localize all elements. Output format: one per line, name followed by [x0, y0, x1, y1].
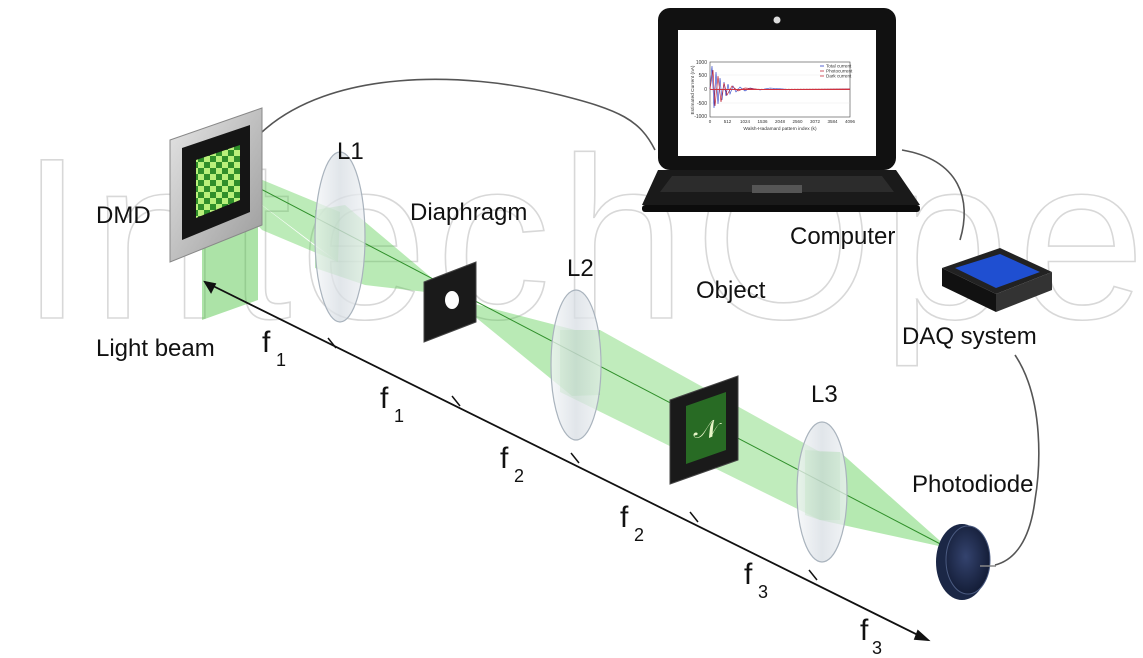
legend-entry: Photocurrent	[826, 69, 853, 74]
ytick: -1000	[694, 114, 707, 120]
daq-display	[955, 254, 1040, 288]
xtick: 1024	[740, 119, 751, 124]
xtick: 3072	[810, 119, 821, 124]
laptop: 1000 500 0 -500 -1000 0 512 1024 1536 20…	[642, 8, 920, 212]
focal-label-sub: 1	[276, 350, 286, 370]
xtick: 3584	[827, 119, 838, 124]
object-glyph: 𝒩	[694, 415, 723, 445]
keyboard	[660, 176, 894, 192]
computer-daq-cable	[901, 149, 965, 241]
legend-entry: Total current	[826, 64, 852, 69]
diaphragm	[423, 261, 477, 343]
touchpad	[752, 185, 802, 193]
component-labels: DMD L1 Diaphragm L2 Object L3 Computer D…	[96, 138, 1037, 498]
focal-labels: f 1 f 1 f 2 f 2 f 3 f 3	[262, 326, 882, 658]
dmd-mirror-pattern	[196, 145, 240, 218]
focal-axis	[203, 280, 931, 642]
daq-photodiode-cable	[994, 354, 1040, 566]
photodiode	[936, 524, 996, 600]
focal-label: f	[620, 501, 629, 534]
focal-label-sub: 2	[514, 466, 524, 486]
screen-ylabel: Estimated Current (nA)	[690, 65, 696, 114]
ytick: 500	[699, 73, 708, 79]
ytick: -500	[697, 101, 707, 107]
label-diaphragm: Diaphragm	[410, 199, 527, 226]
legend-entry: Dark current	[826, 74, 852, 79]
focal-label: f	[860, 614, 869, 647]
focal-label: f	[380, 382, 389, 415]
daq-system	[942, 248, 1052, 312]
focal-label-sub: 2	[634, 525, 644, 545]
label-object: Object	[696, 277, 766, 304]
label-photodiode: Photodiode	[912, 471, 1033, 498]
label-l2: L2	[567, 255, 594, 282]
label-l3: L3	[811, 381, 838, 408]
focal-tick	[808, 569, 818, 581]
focal-axis-line	[204, 281, 929, 641]
focal-label: f	[744, 558, 753, 591]
xtick: 4096	[845, 119, 856, 124]
diaphragm-aperture	[445, 291, 459, 309]
lens-l3	[796, 421, 848, 563]
xtick: 512	[724, 119, 732, 124]
xtick: 2048	[775, 119, 786, 124]
focal-axis-arrowtail	[203, 280, 217, 294]
focal-tick	[451, 395, 461, 407]
lens-l1	[314, 151, 366, 323]
ytick: 0	[704, 87, 707, 93]
webcam-icon	[773, 16, 781, 24]
screen-xlabel: Walsh-Hadamard pattern index (k)	[743, 126, 817, 132]
focal-axis-arrowhead	[913, 629, 931, 642]
focal-label: f	[500, 442, 509, 475]
focal-tick	[327, 337, 337, 349]
cables	[261, 78, 1040, 566]
laptop-screen	[678, 30, 876, 156]
xtick: 0	[709, 119, 712, 124]
focal-tick	[570, 452, 580, 464]
dmd	[169, 107, 263, 263]
focal-tick	[689, 511, 699, 523]
label-daq-system: DAQ system	[902, 323, 1037, 350]
object: 𝒩	[669, 375, 739, 485]
label-computer: Computer	[790, 223, 895, 250]
focal-label: f	[262, 326, 271, 359]
ytick: 1000	[696, 60, 707, 66]
focal-label-sub: 1	[394, 406, 404, 426]
focal-label-sub: 3	[758, 582, 768, 602]
focal-label-sub: 3	[872, 638, 882, 658]
xtick: 2560	[792, 119, 803, 124]
label-l1: L1	[337, 138, 364, 165]
dmd-computer-cable	[261, 78, 656, 151]
lens-l2	[550, 289, 602, 441]
screen-plot: 1000 500 0 -500 -1000 0 512 1024 1536 20…	[690, 60, 856, 132]
label-light-beam: Light beam	[96, 335, 215, 362]
xtick: 1536	[757, 119, 768, 124]
label-dmd: DMD	[96, 202, 151, 229]
